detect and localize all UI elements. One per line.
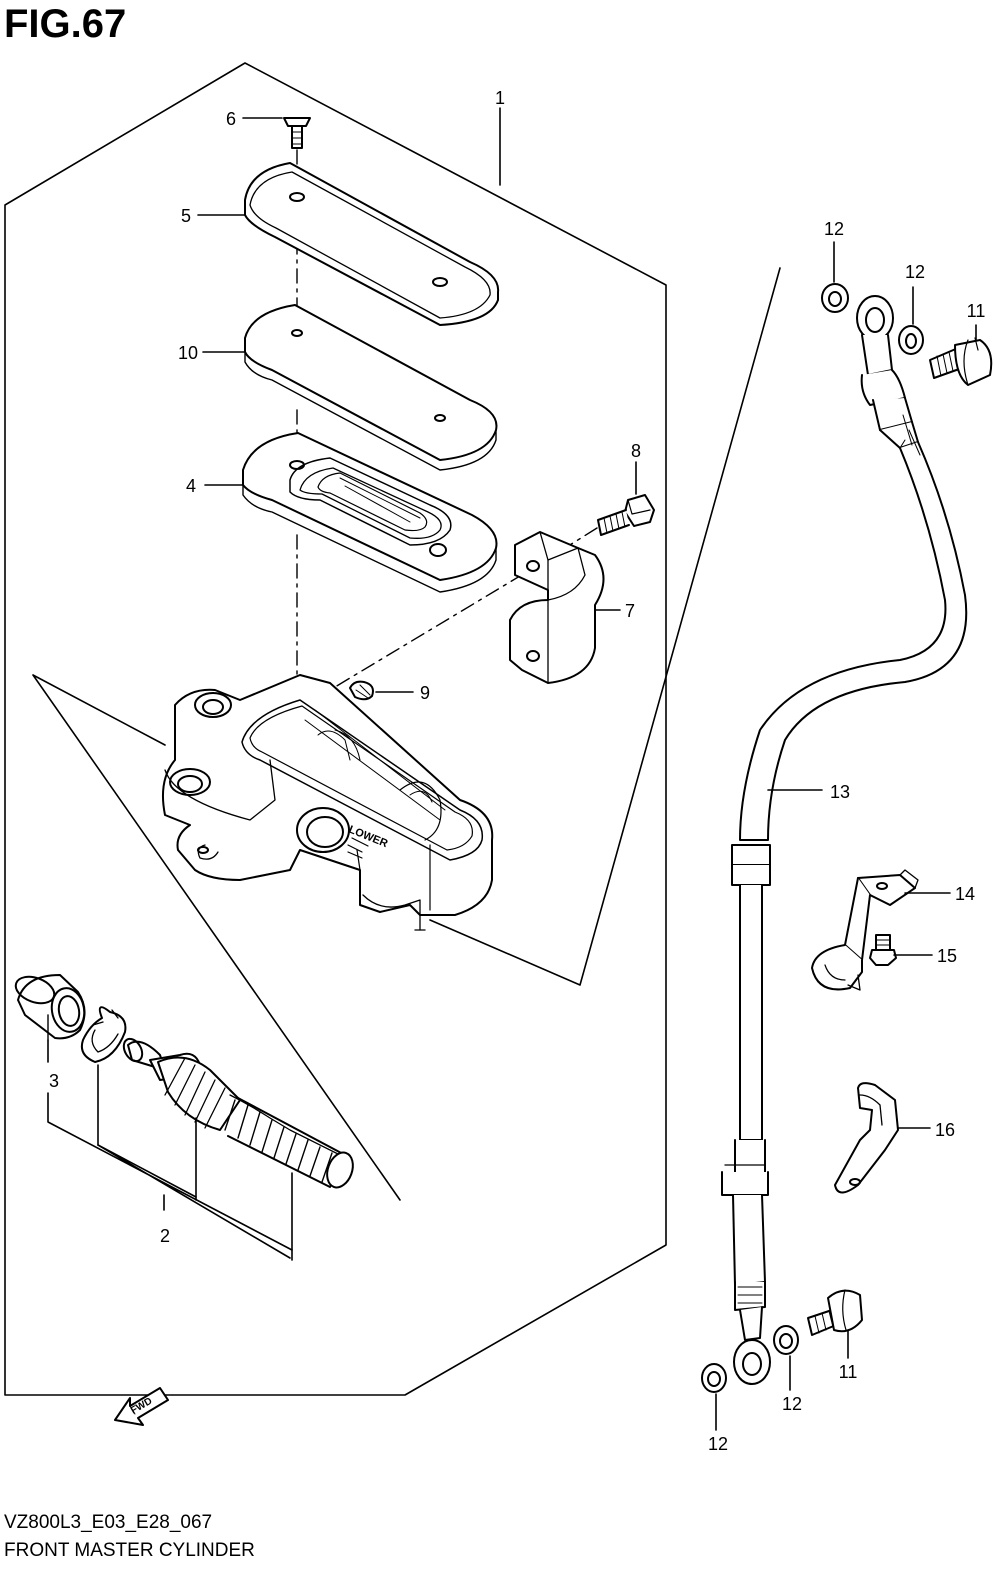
callout-12c: 12 xyxy=(782,1394,802,1414)
banjo-bolt-part-11-upper xyxy=(929,337,993,386)
clamp-bracket-part-14 xyxy=(811,869,919,991)
clamp-part-7 xyxy=(509,531,605,684)
kit-bracket-2 xyxy=(47,1092,293,1259)
washer-part-12-upper-right xyxy=(898,325,924,355)
washer-part-12-lower-left xyxy=(701,1363,727,1393)
callout-10: 10 xyxy=(178,343,198,363)
assembly-outline xyxy=(4,62,667,1396)
callout-13: 13 xyxy=(830,782,850,802)
brake-hose-part-13 xyxy=(721,295,968,1385)
callout-6: 6 xyxy=(226,109,236,129)
callout-15: 15 xyxy=(937,946,957,966)
figure-code: VZ800L3_E03_E28_067 xyxy=(4,1512,213,1533)
master-cylinder-body xyxy=(162,674,494,931)
circlip-part xyxy=(80,1006,127,1063)
figure-title: FIG.67 xyxy=(4,2,127,46)
screw-part-6 xyxy=(283,117,311,149)
diaphragm-part-4 xyxy=(242,432,498,593)
fwd-arrow-icon xyxy=(114,1387,169,1426)
piston-spring-part xyxy=(122,1037,354,1189)
callout-12a: 12 xyxy=(824,219,844,239)
callout-8: 8 xyxy=(631,441,641,461)
banjo-bolt-part-11-lower xyxy=(807,1289,863,1336)
boot-part-9 xyxy=(349,680,374,701)
callout-2: 2 xyxy=(160,1226,170,1246)
cap-part-5 xyxy=(244,162,500,326)
leader-piston xyxy=(195,1117,293,1261)
callout-3: 3 xyxy=(49,1071,59,1091)
callout-16: 16 xyxy=(935,1120,955,1140)
figure-name: FRONT MASTER CYLINDER xyxy=(4,1540,255,1561)
washer-part-12-lower-right xyxy=(773,1325,799,1355)
callout-7: 7 xyxy=(625,601,635,621)
callout-5: 5 xyxy=(181,206,191,226)
callout-12d: 12 xyxy=(708,1434,728,1454)
plate-part-10 xyxy=(244,304,498,471)
callout-11b: 11 xyxy=(839,1362,858,1382)
bolt-part-15 xyxy=(869,934,897,966)
callout-1: 1 xyxy=(495,88,505,108)
callout-4: 4 xyxy=(186,476,196,496)
bolt-part-8 xyxy=(597,494,655,536)
seal-part-3 xyxy=(14,974,86,1041)
washer-part-12-upper-left xyxy=(821,283,849,313)
body-frame-lines xyxy=(429,267,781,986)
kit-outline xyxy=(32,674,401,1201)
callout-12b: 12 xyxy=(905,262,925,282)
clamp-part-16 xyxy=(834,1082,899,1194)
callout-9: 9 xyxy=(420,683,430,703)
callout-14: 14 xyxy=(955,884,975,904)
callout-11a: 11 xyxy=(967,301,986,321)
